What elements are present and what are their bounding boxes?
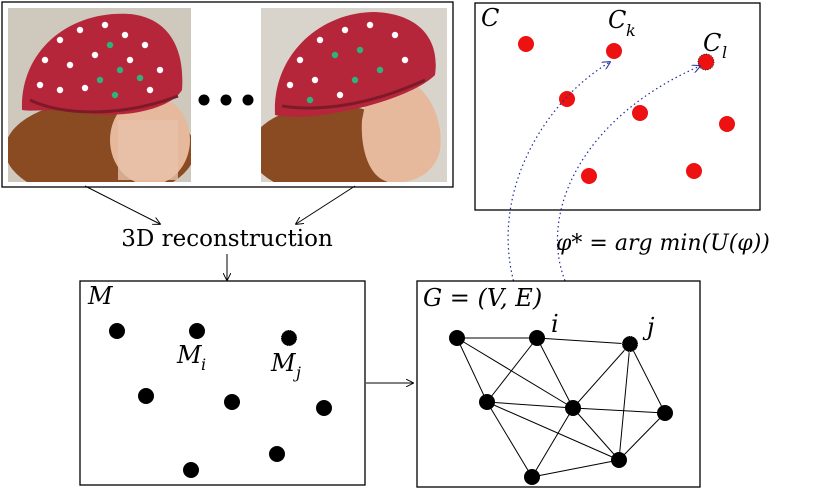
- svg-text:M: M: [270, 349, 297, 377]
- graph-node: [565, 400, 581, 416]
- black-dot: [269, 446, 285, 462]
- reconstruction-label: 3D reconstruction: [121, 226, 333, 252]
- black-dot: [138, 388, 154, 404]
- arrow-photos-to-recon-left: [84, 185, 160, 224]
- phi-optimization-label: φ* = arg min(U(φ)): [556, 231, 770, 256]
- graph-node: [611, 452, 627, 468]
- C-label: C: [481, 4, 499, 32]
- graph-node-j: [621, 335, 639, 353]
- red-dot: [581, 168, 597, 184]
- node-label-i: i: [551, 310, 559, 338]
- svg-text:k: k: [626, 21, 636, 40]
- C-label-k: C k: [608, 6, 636, 40]
- graph-node: [657, 405, 673, 421]
- svg-text:M: M: [176, 341, 203, 369]
- red-dot: [686, 163, 702, 179]
- graph-nodes: [449, 330, 673, 485]
- G-label: G = (V, E): [423, 284, 542, 312]
- black-dot: [109, 323, 125, 339]
- C-label-l: C l: [703, 29, 727, 62]
- svg-text:i: i: [201, 355, 206, 374]
- red-dot: [632, 105, 648, 121]
- svg-text:j: j: [293, 363, 301, 382]
- graph-node-i: [529, 330, 545, 346]
- red-dots-group: [518, 36, 735, 184]
- black-dot: [316, 400, 332, 416]
- black-dots-group: [109, 323, 332, 478]
- M-label-j: M j: [270, 349, 301, 382]
- red-dot-C-k: [606, 43, 622, 59]
- svg-text:l: l: [722, 43, 727, 62]
- svg-text:C: C: [703, 29, 721, 57]
- arrow-photos-to-recon-right: [296, 185, 356, 224]
- M-panel: [79, 280, 366, 486]
- eeg-photo-left: [8, 8, 191, 182]
- red-dot: [719, 116, 735, 132]
- black-dot-M-i: [189, 323, 205, 339]
- black-dot: [224, 394, 240, 410]
- svg-text:C: C: [608, 6, 626, 34]
- graph-node: [524, 469, 540, 485]
- graph-node: [449, 330, 465, 346]
- ellipsis-dots: [198, 94, 254, 106]
- black-dot: [183, 462, 199, 478]
- red-dot: [559, 91, 575, 107]
- eeg-photo-right: [261, 8, 447, 182]
- black-dot-M-j: [280, 329, 298, 347]
- G-panel: [416, 280, 701, 488]
- red-dot: [518, 36, 534, 52]
- red-dot-C-l: [697, 53, 715, 71]
- graph-node: [479, 394, 495, 410]
- M-label: M: [87, 282, 114, 310]
- M-label-i: M i: [176, 341, 206, 374]
- graph-edges: [456, 337, 666, 478]
